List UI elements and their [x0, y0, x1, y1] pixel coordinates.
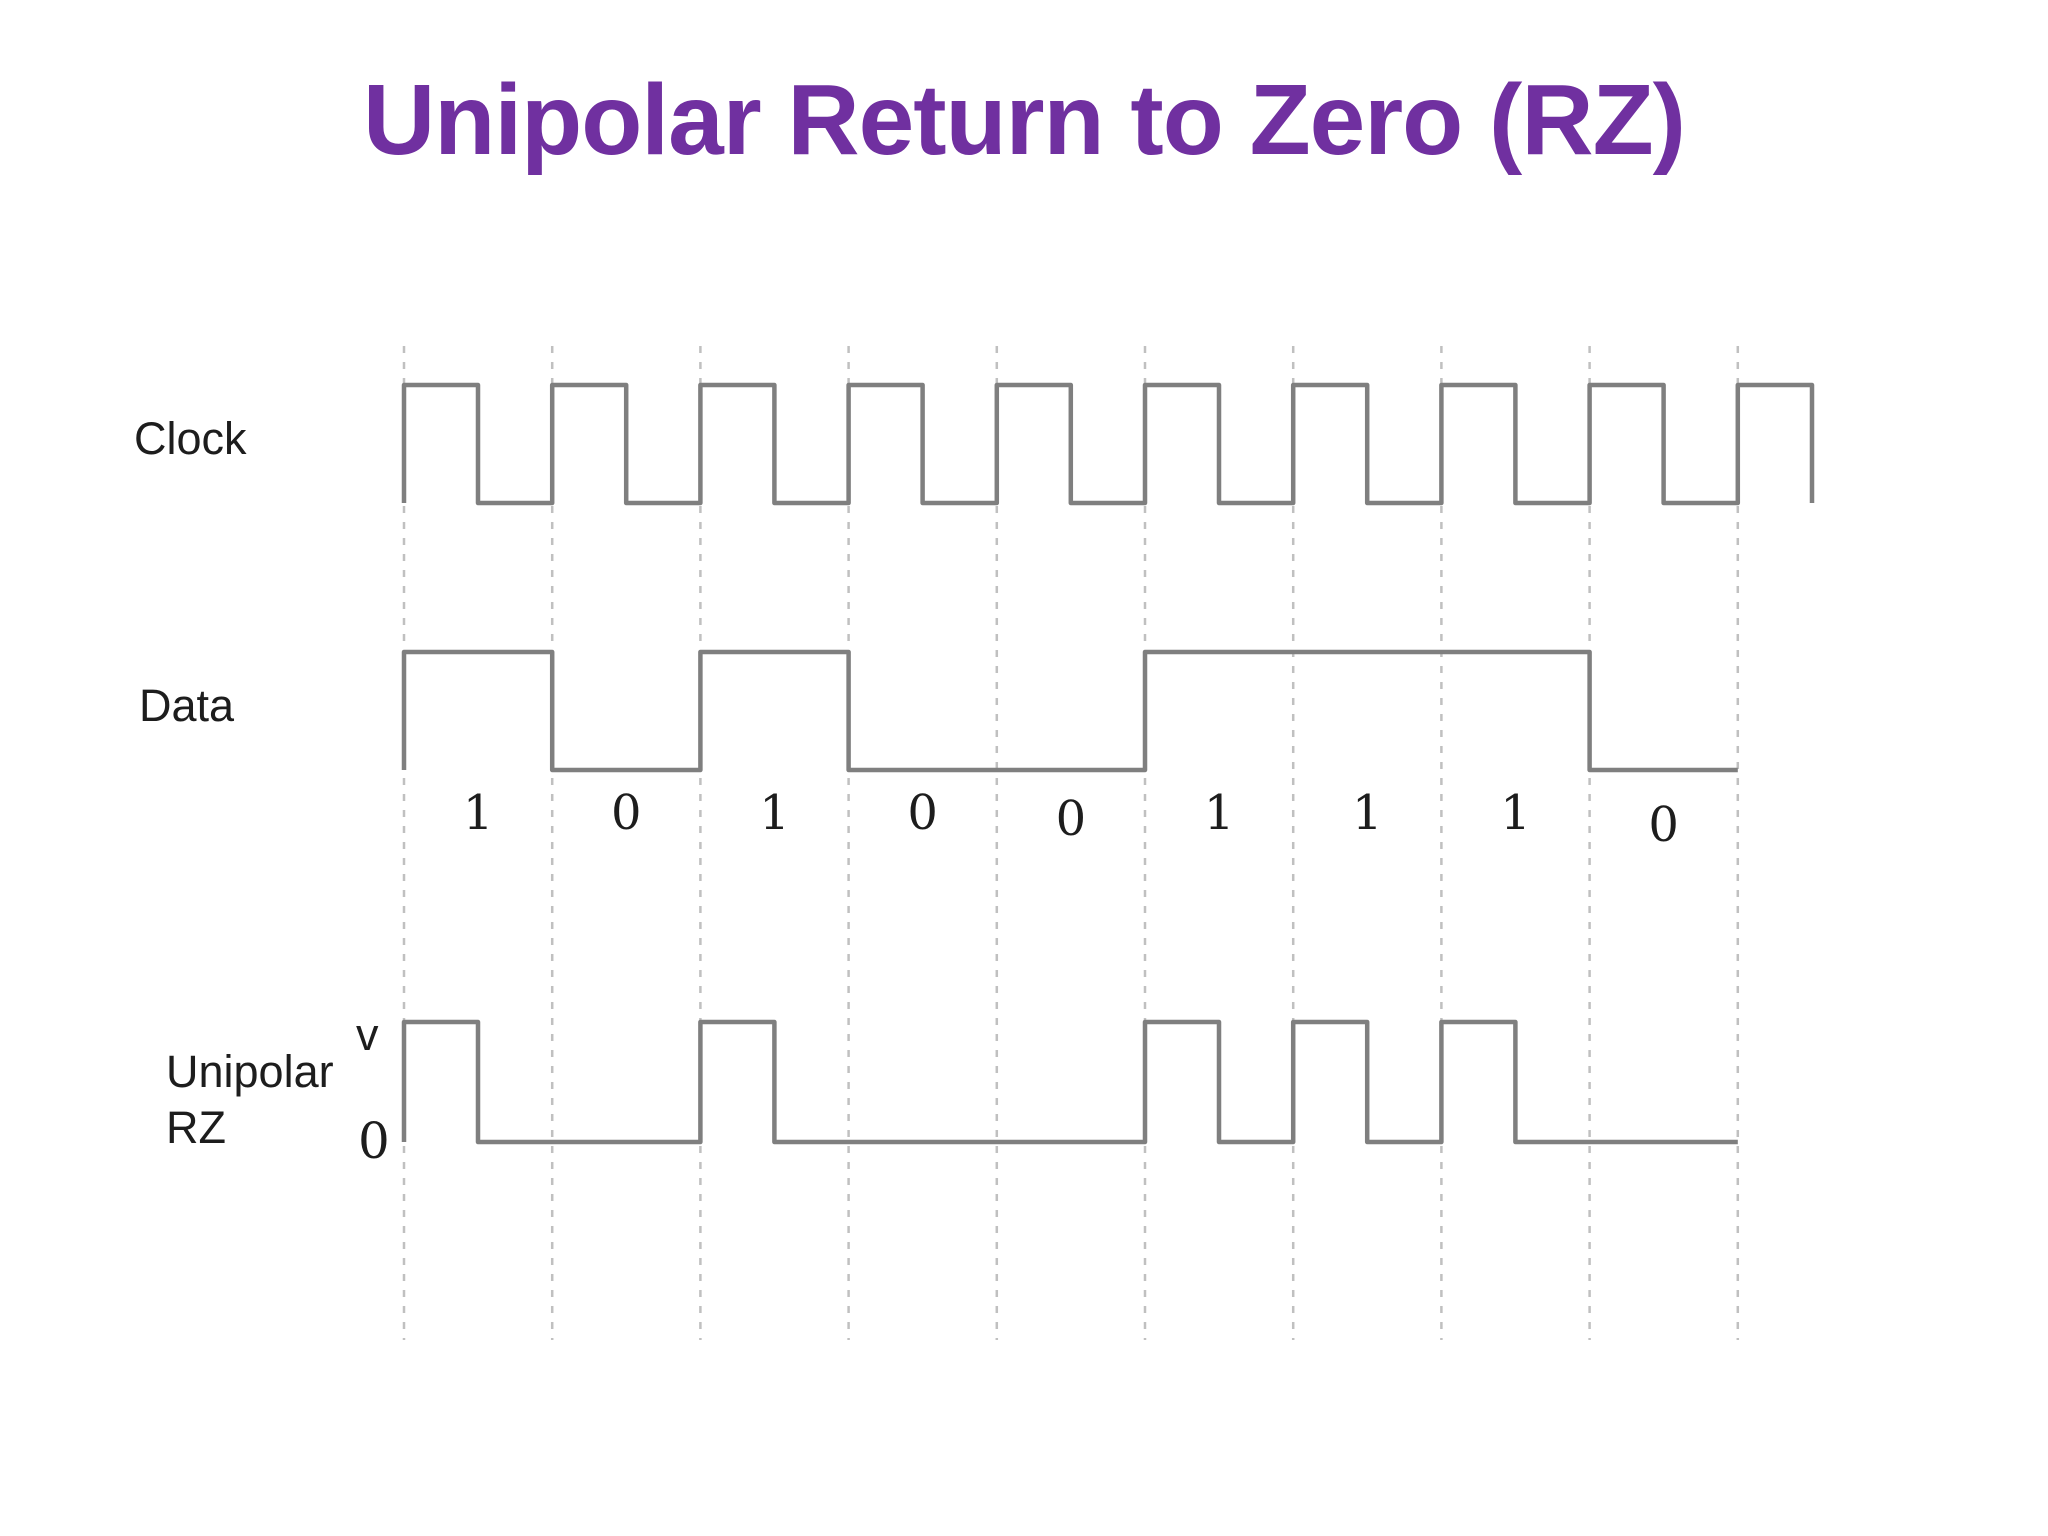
- slide-title: Unipolar Return to Zero (RZ): [363, 64, 1686, 176]
- bit-value-label: 1: [1203, 785, 1235, 841]
- bit-value-label: 1: [462, 785, 494, 841]
- bit-value-label: 0: [1648, 797, 1679, 853]
- bit-value-label: 1: [1352, 785, 1383, 841]
- bit-value-label: 1: [759, 785, 790, 841]
- rz-row-label-line1: Unipolar: [166, 1046, 334, 1097]
- data-waveform: [401, 649, 1738, 773]
- rz-row-label-line2: RZ: [166, 1102, 226, 1153]
- bit-value-label: 0: [907, 785, 938, 841]
- bit-value-label: 0: [1055, 791, 1087, 847]
- rz-axis-zero-label: 0: [358, 1112, 390, 1170]
- unipolar-rz-waveform: [401, 1019, 1738, 1145]
- rz-axis-v-label: v: [356, 1009, 379, 1060]
- data-row-label: Data: [139, 680, 235, 731]
- bit-value-label: 0: [611, 785, 642, 841]
- bit-value-label: 1: [1500, 785, 1531, 841]
- clock-waveform: [401, 382, 1815, 506]
- clock-row-label: Clock: [134, 413, 247, 464]
- rz-row-label: Unipolar RZ: [166, 1044, 334, 1156]
